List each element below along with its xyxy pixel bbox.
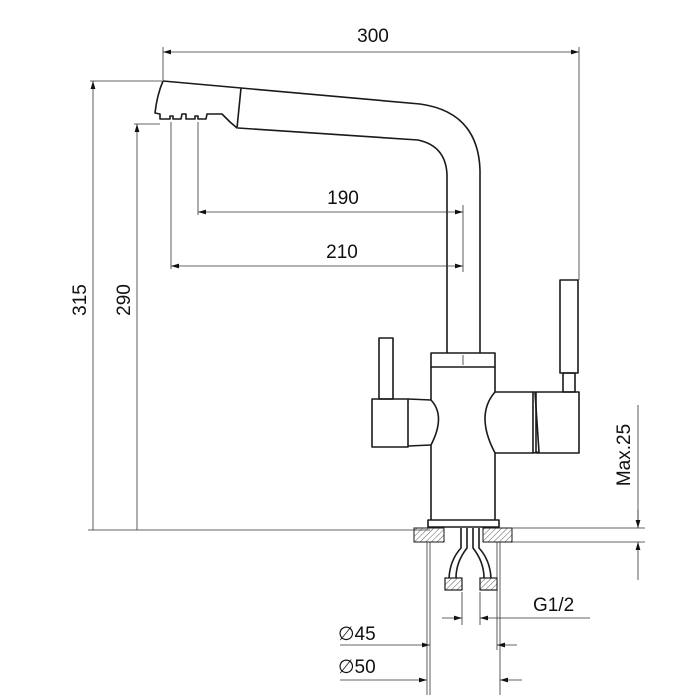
- dim-max-25: Max.25: [614, 405, 641, 580]
- dim-210-label: 210: [326, 242, 358, 263]
- right-handle: [495, 279, 580, 454]
- countertop-section: [413, 527, 645, 543]
- dim-hole-50-label: ∅50: [338, 657, 376, 678]
- dim-hole-45: ∅45: [338, 542, 517, 695]
- dim-190-label: 190: [327, 188, 359, 209]
- dim-290-label: 290: [114, 284, 135, 316]
- dim-300-label: 300: [357, 26, 389, 47]
- dim-315: 315: [70, 80, 430, 531]
- faucet-body: [427, 352, 500, 528]
- dim-190: 190: [197, 122, 464, 272]
- dim-thread: G1/2: [442, 592, 590, 625]
- dim-315-label: 315: [70, 284, 91, 316]
- dim-thread-label: G1/2: [533, 595, 574, 616]
- dim-210: 210: [170, 122, 463, 269]
- dim-290: 290: [114, 123, 160, 530]
- dim-300: 300: [162, 26, 580, 280]
- dim-max-25-label: Max.25: [614, 424, 635, 486]
- dim-hole-45-label: ∅45: [338, 624, 376, 645]
- dim-hole-50: ∅50: [338, 542, 522, 695]
- spout: [154, 80, 481, 353]
- left-handle: [371, 337, 432, 448]
